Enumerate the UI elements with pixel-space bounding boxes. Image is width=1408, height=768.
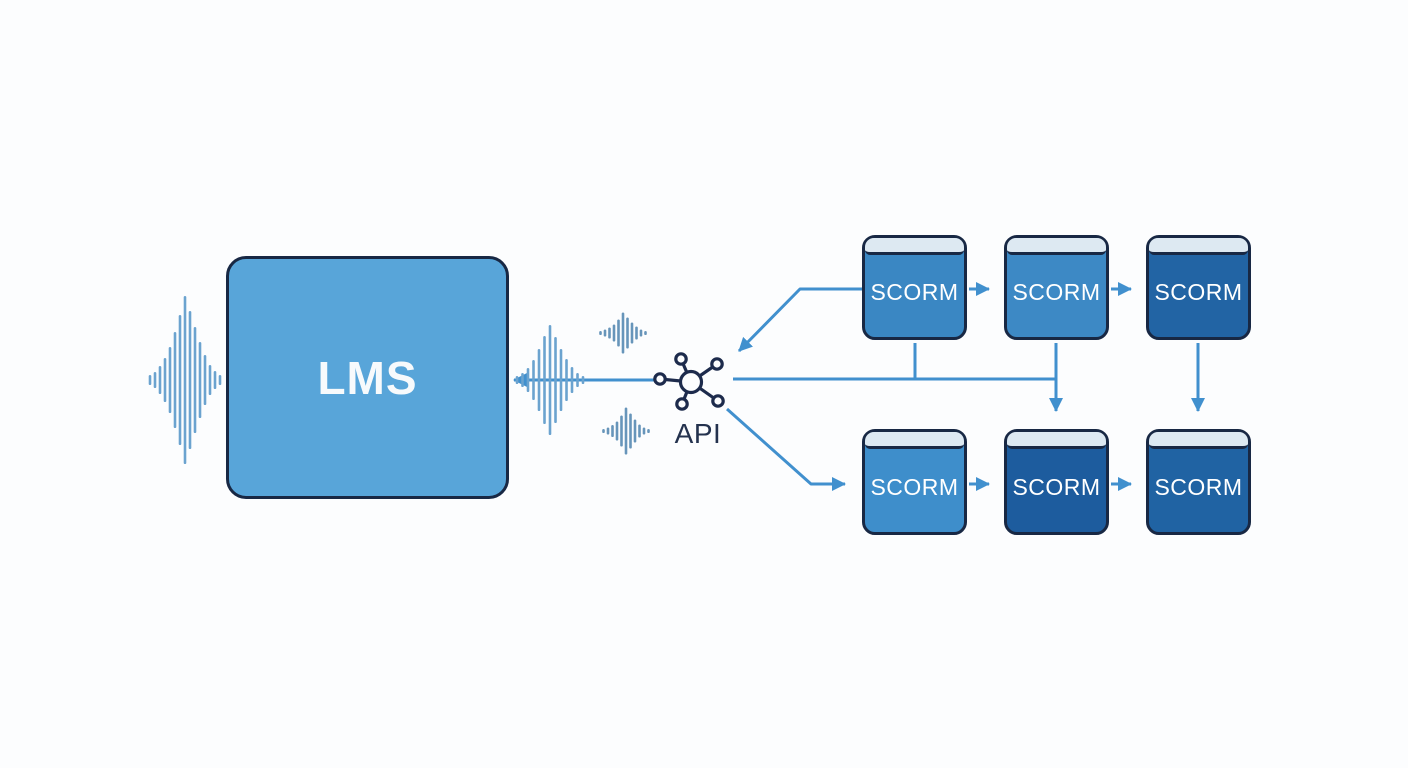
scorm-box-cap [1149, 432, 1248, 449]
scorm-box-cap [865, 238, 964, 255]
scorm-box-cap [1007, 238, 1106, 255]
network-hub-icon [653, 352, 725, 411]
scorm-label: SCORM [1012, 473, 1101, 500]
lms-label: LMS [317, 351, 418, 404]
scorm-box-top-1: SCORM [862, 235, 967, 340]
scorm-box-cap [865, 432, 964, 449]
lms-box: LMS [226, 256, 509, 499]
connector-lines [513, 282, 1205, 491]
scorm-label: SCORM [1154, 473, 1243, 500]
audio-waveform-icon [515, 325, 585, 435]
scorm-label: SCORM [1154, 279, 1243, 305]
audio-waveform-icon [148, 296, 222, 464]
api-label: API [674, 418, 722, 449]
audio-waveform-icon [602, 407, 650, 455]
audio-waveform-icon [599, 312, 647, 354]
scorm-box-bottom-2: SCORM [1004, 429, 1109, 535]
arrow-api-to-scorm-bottom1 [726, 407, 846, 491]
scorm-box-top-3: SCORM [1146, 235, 1251, 340]
scorm-box-top-2: SCORM [1004, 235, 1109, 340]
scorm-box-cap [1007, 432, 1106, 449]
scorm-box-cap [1149, 238, 1248, 255]
scorm-box-bottom-1: SCORM [862, 429, 967, 535]
scorm-label: SCORM [870, 279, 959, 305]
scorm-label: SCORM [870, 473, 959, 500]
scorm-box-bottom-3: SCORM [1146, 429, 1251, 535]
scorm-label: SCORM [1012, 279, 1101, 305]
arrow-scorm-top1-to-api [737, 287, 862, 353]
